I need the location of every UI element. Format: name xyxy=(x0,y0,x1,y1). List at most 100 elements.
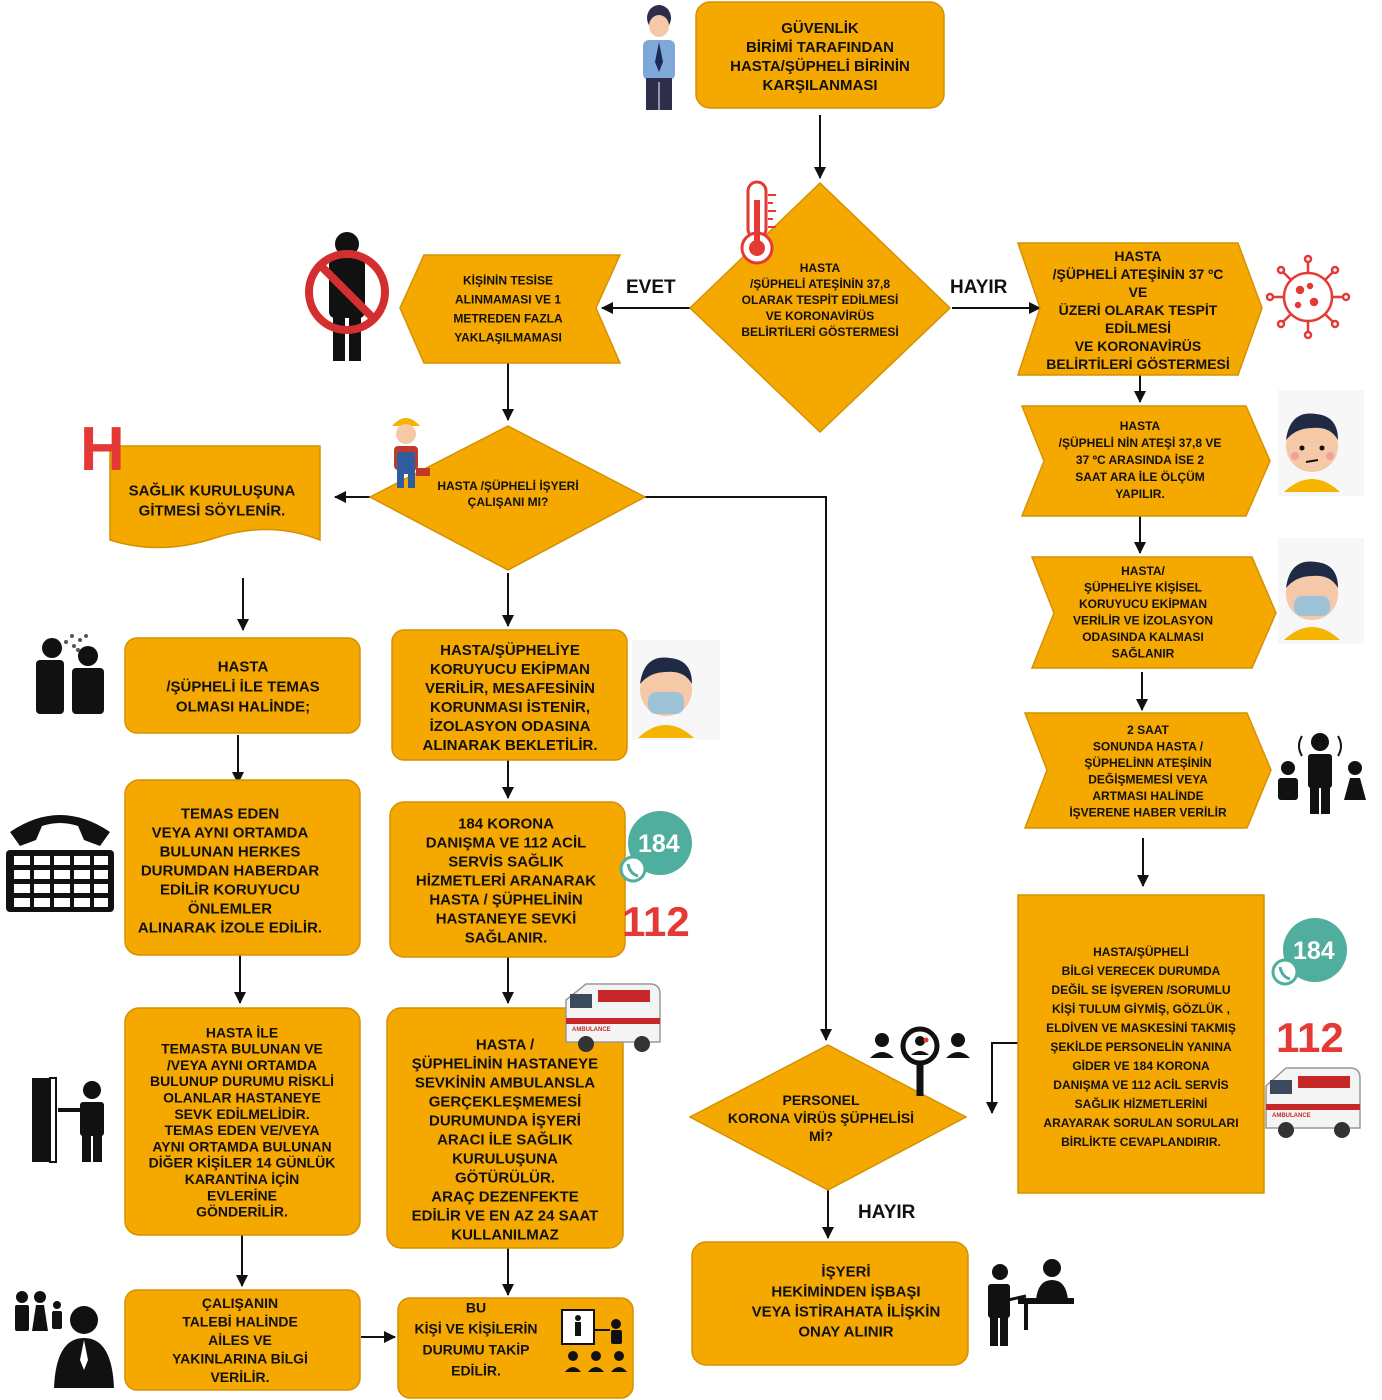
node-text-line: DANIŞMA VE 112 ACİL SERVİS xyxy=(1053,1077,1228,1092)
node-text-line: GİDER VE 184 KORONA xyxy=(1072,1058,1210,1073)
node-text-line: BİRİMİ TARAFINDAN xyxy=(746,39,894,56)
search-person-icon xyxy=(870,1026,970,1096)
node-text-line: ALINARAK BEKLETİLİR. xyxy=(423,737,598,754)
label-no-bottom: HAYIR xyxy=(858,1202,916,1223)
hospital-h-icon: H xyxy=(80,415,125,484)
node-text-line: SAĞLANIR xyxy=(1112,645,1175,660)
masked-face-icon xyxy=(632,640,720,740)
number-112-top: 112 xyxy=(622,898,690,945)
text-health-go: SAĞLIK KURULUŞUNA GİTMESİ SÖYLENİR. xyxy=(129,481,296,519)
security-guard-icon xyxy=(643,5,675,110)
node-text-line: HASTA/ xyxy=(1121,564,1165,578)
node-text-line: /ŞÜPHELİ İLE TEMAS xyxy=(166,678,319,695)
node-text-line: KARANTİNA İÇİN xyxy=(185,1171,300,1187)
node-text-line: OLMASI HALİNDE; xyxy=(176,698,310,715)
node-text-line: SEVKİNİN AMBULANSLA xyxy=(415,1074,595,1091)
node-text-line: İŞYERİ xyxy=(821,1263,870,1280)
node-text-line: EDİLMESİ xyxy=(1105,320,1171,336)
node-text-line: KİŞİNİN TESİSE xyxy=(463,273,553,288)
node-text-line: GÖTÜRÜLÜR. xyxy=(455,1169,555,1186)
node-text-line: BELİRTİLERİ GÖSTERMESİ xyxy=(741,324,898,339)
sick-face-icon xyxy=(1278,390,1364,496)
node-text-line: /ŞÜPHELİ ATEŞİNİN 37 ºC xyxy=(1053,266,1224,282)
node-text-line: BULUNAN HERKES xyxy=(160,843,301,860)
node-text-line: VERİLİR, MESAFESİNİN xyxy=(425,680,595,697)
family-info-icon xyxy=(15,1291,114,1388)
node-text-line: KORONA VİRÜS ŞÜPHELİSİ xyxy=(728,1110,914,1126)
ambulance-icon: AMBULANCE xyxy=(1265,1067,1361,1138)
node-text-line: 37 ºC ARASINDA İSE 2 xyxy=(1076,452,1205,467)
node-text-line: EDİLİR VE EN AZ 24 SAAT xyxy=(412,1207,599,1224)
node-text-line: VE xyxy=(1129,284,1148,300)
virus-icon xyxy=(1265,254,1351,340)
node-text-line: BELİRTİLERİ GÖSTERMESİ xyxy=(1046,356,1230,372)
node-text-line: GİTMESİ SÖYLENİR. xyxy=(139,502,286,519)
node-text-line: HASTA xyxy=(1120,419,1161,433)
node-text-line: DEĞİŞMEMESİ VEYA xyxy=(1088,771,1208,786)
connectors xyxy=(232,115,1149,1343)
call-184-icon: 184 xyxy=(619,811,692,883)
node-text-line: KULLANILMAZ xyxy=(451,1226,558,1243)
node-text-line: ARAYARAK SORULAN SORULARI xyxy=(1043,1116,1238,1130)
number-112-right: 112 xyxy=(1276,1014,1344,1061)
node-text-line: YAKINLARINA BİLGİ xyxy=(172,1350,308,1366)
telephone-icon xyxy=(6,815,114,912)
ambulance-icon: AMBULANCE xyxy=(565,983,661,1052)
node-ppe-mid xyxy=(391,629,628,761)
node-text-line: VE KORONAVİRÜS xyxy=(766,308,874,323)
node-employer-help xyxy=(1017,894,1265,1194)
node-two-hours xyxy=(1023,712,1272,829)
label-no: HAYIR xyxy=(950,277,1008,298)
node-vehicle xyxy=(386,1007,624,1249)
node-text-line: HİZMETLERİ ARANARAK xyxy=(416,872,596,889)
node-text-line: HASTA / ŞÜPHELİNİN xyxy=(429,891,582,908)
node-text-line: SAĞLIK KURULUŞUNA xyxy=(129,481,296,499)
node-text-line: GÖNDERİLİR. xyxy=(196,1204,288,1220)
node-text-line: AİLES VE xyxy=(208,1332,272,1348)
thermometer-icon xyxy=(740,180,776,265)
node-text-line: ELDİVEN VE MASKESİNİ TAKMIŞ xyxy=(1046,1020,1236,1035)
node-fever-check xyxy=(688,181,952,434)
node-text-line: AYNI ORTAMDA BULUNAN xyxy=(152,1138,331,1154)
node-text-line: SAAT ARA İLE ÖLÇÜM xyxy=(1075,469,1205,484)
node-text-line: KURULUŞUNA xyxy=(452,1150,558,1167)
node-text-line: ARAÇ DEZENFEKTE xyxy=(431,1188,579,1205)
node-ppe-right xyxy=(1030,556,1277,669)
node-text-line: KİŞİ VE KİŞİLERİN xyxy=(415,1320,538,1336)
node-text-line: HASTA/ŞÜPHELİ BİRİNİN xyxy=(730,58,910,75)
node-text-line: SONUNDA HASTA / xyxy=(1093,739,1204,753)
node-text-line: BİLGİ VERECEK DURUMDA xyxy=(1062,963,1221,978)
node-text-line: 184 KORONA xyxy=(458,815,554,832)
svg-text:184: 184 xyxy=(1293,937,1335,965)
node-text-line: HASTA/ŞÜPHELİ xyxy=(1093,944,1189,959)
node-text-line: VE KORONAVİRÜS xyxy=(1075,338,1202,354)
masked-face-icon xyxy=(1278,538,1364,644)
node-text-line: KORUNMASI İSTENİR, xyxy=(430,699,590,716)
node-text-line: EDİLİR KORUYUCU xyxy=(160,881,300,898)
svg-text:AMBULANCE: AMBULANCE xyxy=(572,1027,611,1033)
node-text-line: SEVK EDİLMELİDİR. xyxy=(174,1106,309,1122)
node-text-line: SERVİS SAĞLIK xyxy=(448,852,564,870)
door-exit-icon xyxy=(32,1077,104,1163)
node-text-line: GERÇEKLEŞMEMESİ xyxy=(429,1093,582,1110)
node-contact-inform xyxy=(124,779,361,956)
node-text-line: /VEYA AYNI ORTAMDA xyxy=(167,1057,317,1073)
node-text-line: HEKİMİNDEN İŞBAŞI xyxy=(771,1283,920,1300)
node-text-line: YAKLAŞILMAMASI xyxy=(454,331,562,345)
node-text-line: ŞEKİLDE PERSONELİN YANINA xyxy=(1050,1039,1232,1054)
node-remeasure xyxy=(1020,405,1271,517)
node-text-line: KORUYUCU EKİPMAN xyxy=(1079,596,1207,611)
node-no-entry xyxy=(399,254,622,364)
node-contact xyxy=(124,637,361,734)
